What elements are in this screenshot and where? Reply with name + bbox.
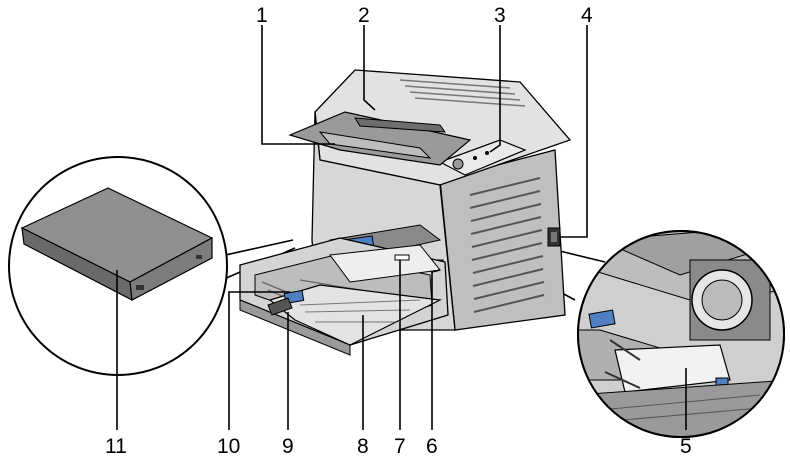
leader-lines bbox=[116, 25, 687, 430]
callout-2: 2 bbox=[358, 4, 370, 27]
callout-4: 4 bbox=[581, 4, 593, 27]
callout-9: 9 bbox=[282, 435, 294, 458]
callout-7: 7 bbox=[394, 435, 406, 458]
output-tray bbox=[288, 111, 472, 166]
callout-11: 11 bbox=[105, 435, 127, 458]
callout-labels: 1 2 3 4 5 6 7 8 9 10 11 bbox=[105, 4, 692, 458]
detail-inset-left bbox=[8, 156, 296, 376]
side-vents bbox=[469, 177, 545, 313]
callout-10: 10 bbox=[217, 435, 240, 458]
multipurpose-feeder bbox=[239, 237, 449, 356]
callout-6: 6 bbox=[426, 435, 438, 458]
callout-8: 8 bbox=[357, 435, 369, 458]
callout-1: 1 bbox=[256, 4, 268, 27]
callout-5: 5 bbox=[680, 435, 692, 458]
callout-3: 3 bbox=[494, 4, 506, 27]
